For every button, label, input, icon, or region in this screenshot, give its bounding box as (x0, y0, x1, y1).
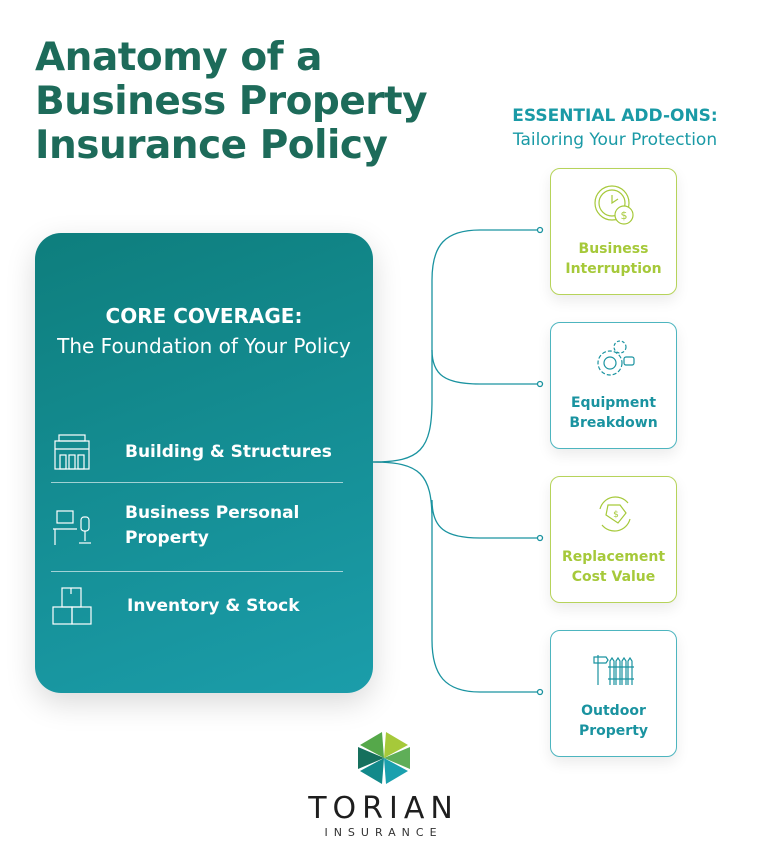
core-heading: CORE COVERAGE: (105, 304, 303, 328)
addon-label: Replacement Cost Value (561, 549, 666, 585)
core-item-building: Building & Structures (51, 431, 343, 473)
building-icon (54, 434, 90, 470)
addons-heading: ESSENTIAL ADD-ONS: (512, 106, 718, 126)
addon-label: Equipment Breakdown (569, 395, 658, 431)
gears-icon (597, 340, 635, 376)
torian-logo: TORIAN INSURANCE (306, 730, 461, 840)
boxes-icon (52, 587, 92, 625)
signpost-fence-icon (593, 655, 634, 685)
addon-equipment-breakdown: Equipment Breakdown (550, 322, 677, 449)
core-item-inventory: Inventory & Stock (51, 585, 343, 627)
desk-chair-icon (53, 510, 91, 545)
page-title: Anatomy of a Business Property Insurance… (35, 35, 428, 168)
core-subheading: The Foundation of Your Policy (57, 334, 351, 358)
logo-mark-icon (357, 732, 410, 784)
svg-text:$: $ (621, 209, 628, 222)
clock-dollar-icon: $ (594, 185, 634, 225)
core-item-label: Inventory & Stock (127, 595, 300, 616)
divider (51, 571, 343, 572)
divider (51, 482, 343, 483)
addon-label: Outdoor Property (578, 703, 649, 739)
core-item-personal-property: Business Personal Property (51, 501, 343, 551)
addon-outdoor-property: Outdoor Property (550, 630, 677, 757)
addon-label: Business Interruption (565, 241, 662, 277)
addons-header: ESSENTIAL ADD-ONS: Tailoring Your Protec… (470, 104, 760, 152)
addon-replacement-cost-value: $ Replacement Cost Value (550, 476, 677, 603)
core-coverage-card: CORE COVERAGE: The Foundation of Your Po… (35, 233, 373, 693)
svg-text:$: $ (613, 510, 619, 520)
addon-business-interruption: $ Business Interruption (550, 168, 677, 295)
price-tag-cycle-icon: $ (599, 496, 631, 532)
logo-sub: INSURANCE (324, 826, 443, 839)
core-item-label: Business Personal Property (125, 503, 300, 548)
logo-name: TORIAN (308, 791, 459, 826)
core-item-label: Building & Structures (125, 441, 332, 462)
addons-subheading: Tailoring Your Protection (512, 130, 718, 150)
